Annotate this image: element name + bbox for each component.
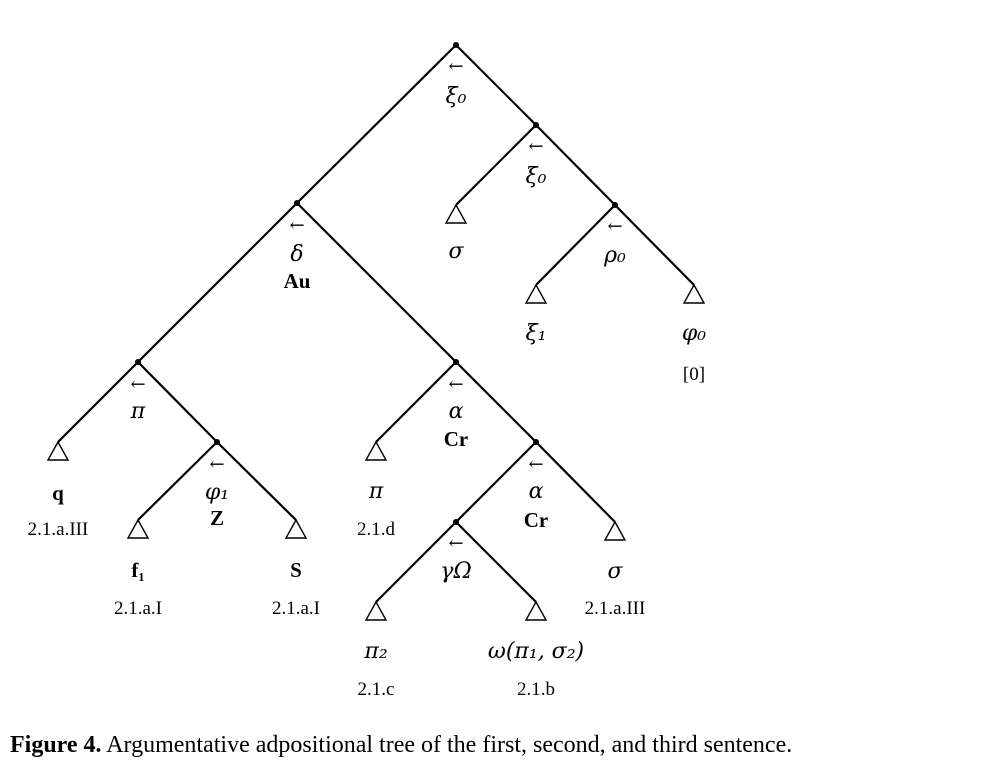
node-label-phi1: φ₁	[205, 480, 229, 505]
leaf-triangle	[46, 440, 70, 461]
node-tag-alpha: Cr	[444, 427, 469, 451]
edge	[57, 361, 139, 443]
left-arrow-icon: ←	[448, 56, 463, 77]
node-dot	[135, 359, 141, 365]
edge	[455, 441, 537, 523]
leaf-label-xi1: ξ₁	[526, 321, 547, 346]
node-label-alpha: α	[449, 399, 464, 424]
node-dot	[214, 439, 220, 445]
leaf-ref-omega: 2.1.b	[517, 679, 555, 700]
edge	[375, 361, 457, 443]
leaf-triangle	[524, 283, 548, 304]
leaf-triangle	[524, 600, 548, 621]
edge	[137, 361, 218, 443]
tree-edges	[57, 44, 695, 603]
node-dot	[533, 122, 539, 128]
left-arrow-icon: ←	[130, 374, 145, 395]
left-arrow-icon: ←	[607, 216, 622, 237]
node-dot	[453, 519, 459, 525]
leaf-ref-pi: 2.1.d	[357, 519, 396, 540]
node-label-gamma: γΩ	[440, 559, 471, 584]
tree-nodes	[135, 42, 618, 525]
leaf-triangle	[603, 520, 627, 541]
node-tag-alpha2: Cr	[524, 508, 549, 532]
caption-text: Argumentative adpositional tree of the f…	[102, 732, 793, 758]
leaf-ref-sigma: 2.1.a.III	[585, 598, 646, 619]
edge	[137, 441, 218, 521]
leaf-label-S: S	[290, 558, 302, 582]
leaf-triangle	[444, 203, 468, 224]
leaf-label-omega: ω(π₁, σ₂)	[488, 639, 584, 664]
edge	[296, 44, 457, 204]
caption-label: Figure 4.	[10, 732, 102, 758]
leaf-triangles	[46, 203, 706, 621]
node-tag-delta: Au	[284, 269, 311, 293]
node-label-pi: π	[130, 399, 146, 424]
node-dot	[294, 200, 300, 206]
left-arrow-icon: ←	[528, 136, 543, 157]
leaf-label-q: q	[52, 481, 64, 505]
figure-caption: Figure 4. Argumentative adpositional tre…	[10, 732, 792, 758]
edge	[535, 124, 616, 206]
leaf-triangle	[126, 518, 150, 539]
leaf-label-phi0: φ₀	[682, 321, 706, 346]
leaf-triangle	[364, 440, 388, 461]
left-arrow-icon: ←	[209, 454, 224, 475]
left-arrow-icon: ←	[289, 215, 304, 236]
leaf-label-sigma-top: σ	[448, 239, 464, 264]
leaf-label-pi2: π₂	[363, 639, 387, 664]
node-label-root: ξ₀	[446, 84, 467, 109]
left-arrow-icon: ←	[528, 454, 543, 475]
leaf-ref-S: 2.1.a.I	[272, 598, 320, 619]
edge	[137, 202, 298, 363]
leaf-ref-f1: 2.1.a.I	[114, 598, 162, 619]
leaf-label-sigma: σ	[607, 559, 623, 584]
leaf-triangle	[682, 283, 706, 304]
edge	[455, 361, 537, 443]
node-dot	[453, 359, 459, 365]
edge	[296, 202, 457, 363]
node-dot	[533, 439, 539, 445]
leaf-ref-phi0: [0]	[683, 364, 705, 385]
node-label-delta: δ	[290, 242, 303, 267]
left-arrow-icon: ←	[448, 533, 463, 554]
node-label-rho: ρ₀	[603, 243, 626, 268]
edge	[455, 521, 537, 603]
leaf-ref-pi2: 2.1.c	[358, 679, 395, 700]
node-dot	[612, 202, 618, 208]
node-label-right: ξ₀	[526, 164, 547, 189]
left-arrow-icon: ←	[448, 374, 463, 395]
node-dot	[453, 42, 459, 48]
leaf-label-f1: f₁	[131, 558, 144, 582]
edge	[455, 124, 537, 206]
node-tag-phi1: Z	[210, 506, 224, 530]
edge	[455, 44, 537, 126]
edge	[614, 204, 695, 286]
edge	[216, 441, 297, 521]
leaf-label-pi: π	[368, 479, 384, 504]
leaf-triangle	[284, 518, 308, 539]
leaf-triangle	[364, 600, 388, 621]
edge	[375, 521, 457, 603]
edge	[535, 204, 616, 286]
leaf-ref-q: 2.1.a.III	[28, 519, 89, 540]
edge	[535, 441, 616, 523]
node-label-alpha2: α	[529, 479, 544, 504]
